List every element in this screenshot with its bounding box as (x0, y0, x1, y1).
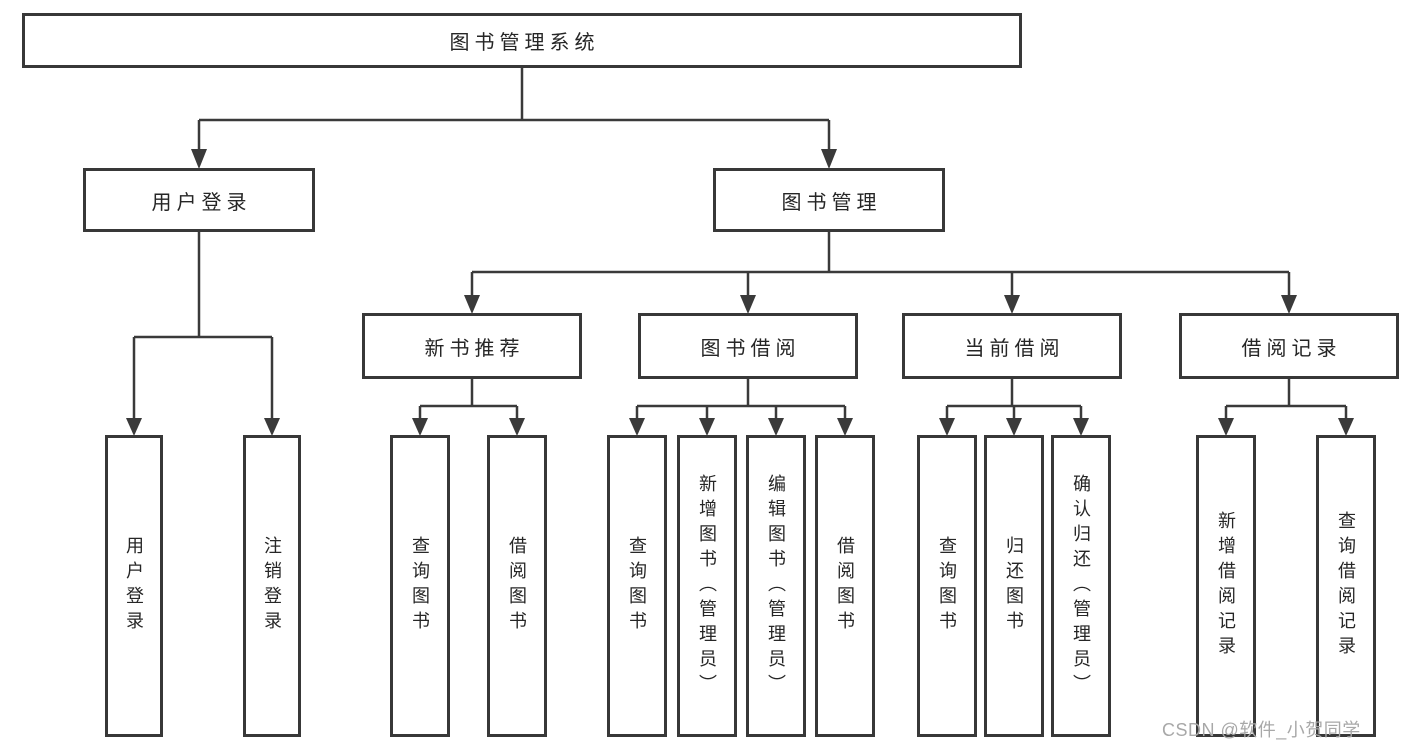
node-book-management: 图书管理 (713, 168, 945, 232)
leaf-current-return-books: 归还图书 (984, 435, 1044, 737)
leaf-borrow-borrow-books: 借阅图书 (815, 435, 875, 737)
arrowhead (126, 418, 142, 436)
arrowheads (126, 149, 1354, 436)
leaf-borrow-query-books: 查询图书 (607, 435, 667, 737)
arrowhead (1073, 418, 1089, 436)
arrowhead (1006, 418, 1022, 436)
leaf-newbook-query-books: 查询图书 (390, 435, 450, 737)
node-borrowing-records: 借阅记录 (1179, 313, 1399, 379)
connector-newbook-to-leaves (418, 377, 519, 421)
node-current-borrowing: 当前借阅 (902, 313, 1122, 379)
node-library-management-system: 图书管理系统 (22, 13, 1022, 68)
arrowhead (191, 149, 207, 169)
arrowhead (699, 418, 715, 436)
node-new-book-recommendation: 新书推荐 (362, 313, 582, 379)
connector-records-to-leaves (1224, 377, 1348, 421)
arrowhead (939, 418, 955, 436)
connector-login-to-leaves (132, 230, 274, 419)
leaf-newbook-borrow-books: 借阅图书 (487, 435, 547, 737)
arrowhead (1004, 295, 1020, 314)
csdn-watermark: CSDN @软件_小贺同学 (1162, 720, 1361, 740)
arrowhead (509, 418, 525, 436)
arrowhead (412, 418, 428, 436)
arrowhead (1218, 418, 1234, 436)
arrowhead (264, 418, 280, 436)
leaf-borrow-add-books-admin: 新增图书（管理员） (677, 435, 737, 737)
leaf-current-confirm-return-admin: 确认归还（管理员） (1051, 435, 1111, 737)
node-user-login: 用户登录 (83, 168, 315, 232)
arrowhead (629, 418, 645, 436)
leaf-borrow-edit-books-admin: 编辑图书（管理员） (746, 435, 806, 737)
arrowhead (821, 149, 837, 169)
connector-current-to-leaves (945, 377, 1083, 421)
leaf-logout: 注销登录 (243, 435, 301, 737)
arrowhead (1338, 418, 1354, 436)
leaf-current-query-books: 查询图书 (917, 435, 977, 737)
arrowhead (837, 418, 853, 436)
leaf-records-add-record: 新增借阅记录 (1196, 435, 1256, 737)
arrowhead (1281, 295, 1297, 314)
leaf-records-query-record: 查询借阅记录 (1316, 435, 1376, 737)
leaf-user-login: 用户登录 (105, 435, 163, 737)
connector-root-to-level2 (197, 66, 831, 152)
connector-mgmt-to-level3 (470, 230, 1291, 297)
arrowhead (768, 418, 784, 436)
connector-borrow-to-leaves (635, 377, 847, 421)
arrowhead (464, 295, 480, 314)
arrowhead (740, 295, 756, 314)
node-book-borrowing: 图书借阅 (638, 313, 858, 379)
